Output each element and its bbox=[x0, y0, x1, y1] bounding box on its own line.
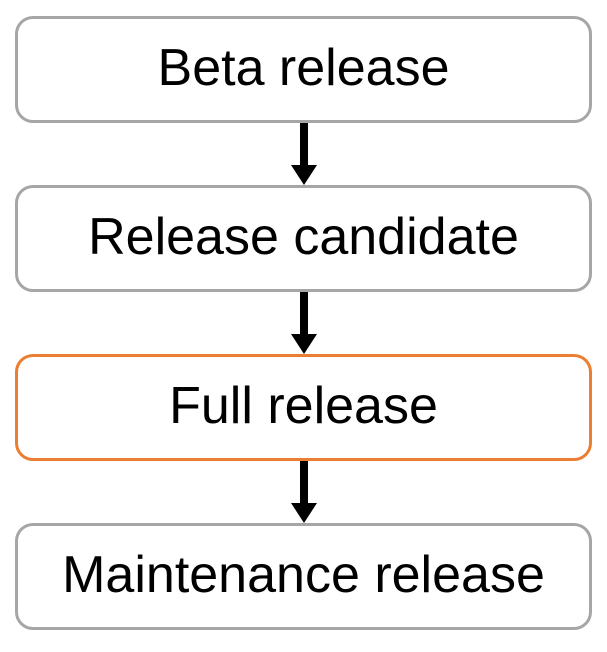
down-arrow-icon bbox=[290, 292, 317, 354]
node-beta-release-label: Beta release bbox=[157, 38, 450, 97]
node-maintenance-release: Maintenance release bbox=[15, 523, 592, 630]
node-maintenance-release-label: Maintenance release bbox=[62, 545, 545, 604]
node-full-release-label: Full release bbox=[169, 376, 438, 435]
arrow-head bbox=[290, 334, 317, 354]
node-full-release: Full release bbox=[15, 354, 592, 461]
down-arrow-icon bbox=[290, 461, 317, 523]
arrow-head bbox=[290, 165, 317, 185]
down-arrow-icon bbox=[290, 123, 317, 185]
node-beta-release: Beta release bbox=[15, 16, 592, 123]
node-release-candidate-label: Release candidate bbox=[88, 207, 519, 266]
arrow-shaft bbox=[299, 123, 308, 165]
arrow-head bbox=[290, 503, 317, 523]
arrow-shaft bbox=[299, 292, 308, 334]
node-release-candidate: Release candidate bbox=[15, 185, 592, 292]
arrow-shaft bbox=[299, 461, 308, 503]
